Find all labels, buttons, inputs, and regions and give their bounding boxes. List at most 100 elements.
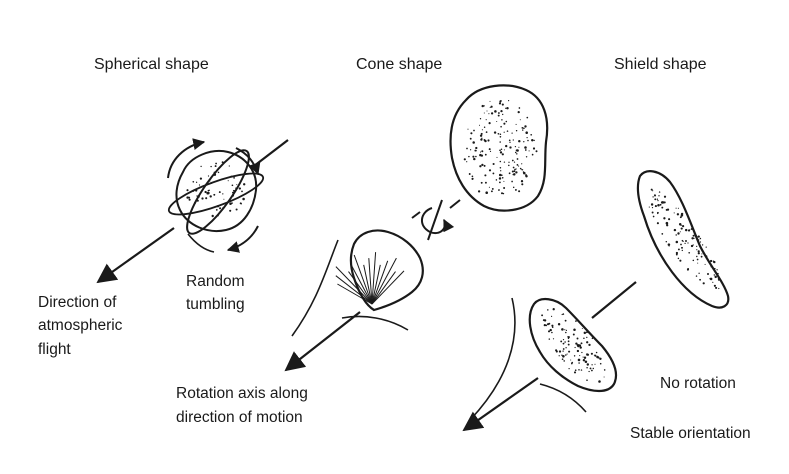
- texture-dot: [484, 127, 485, 128]
- texture-dot: [219, 191, 221, 193]
- texture-dot: [657, 199, 658, 200]
- texture-dot: [560, 340, 562, 342]
- texture-dot: [586, 379, 588, 381]
- texture-dot: [491, 106, 493, 108]
- texture-dot: [208, 175, 209, 176]
- texture-dot: [680, 231, 681, 232]
- texture-dot: [488, 113, 489, 114]
- texture-dot: [547, 309, 549, 311]
- texture-dot: [515, 146, 516, 147]
- texture-dot: [517, 164, 519, 166]
- texture-dot: [504, 161, 505, 162]
- cone-axis-dash-2: [412, 212, 420, 218]
- texture-dot: [604, 377, 605, 378]
- texture-dot: [486, 131, 488, 133]
- texture-dot: [544, 324, 546, 326]
- texture-dot: [504, 149, 505, 150]
- texture-dot: [484, 112, 485, 113]
- texture-dot: [717, 273, 719, 275]
- texture-dot: [652, 207, 653, 208]
- texture-dot: [498, 115, 500, 117]
- cone-title: Cone shape: [356, 55, 442, 75]
- texture-dot: [524, 125, 526, 127]
- texture-dot: [584, 332, 586, 334]
- texture-dot: [587, 363, 589, 365]
- shield-upper-meteoroid: [638, 171, 728, 307]
- texture-dot: [518, 140, 520, 142]
- texture-dot: [688, 252, 690, 254]
- texture-dot: [676, 241, 679, 244]
- texture-dot: [573, 334, 575, 336]
- texture-dot: [582, 328, 583, 329]
- texture-dot: [696, 246, 697, 247]
- texture-dot: [534, 140, 535, 141]
- texture-dot: [525, 131, 528, 134]
- texture-dot: [564, 341, 566, 343]
- texture-dot: [491, 190, 493, 192]
- texture-dot: [695, 235, 697, 237]
- texture-dot: [505, 108, 506, 109]
- texture-dot: [591, 353, 593, 355]
- texture-dot: [713, 261, 715, 263]
- texture-dot: [680, 216, 682, 218]
- texture-dot: [698, 236, 700, 238]
- texture-dot: [684, 243, 685, 244]
- texture-dot: [200, 166, 201, 167]
- texture-dot: [649, 207, 650, 208]
- texture-dot: [674, 212, 675, 213]
- texture-dot: [502, 114, 503, 115]
- texture-dot: [229, 210, 231, 212]
- texture-dot: [657, 200, 658, 201]
- texture-dot: [484, 140, 486, 142]
- texture-dot: [657, 222, 659, 224]
- texture-dot: [551, 316, 552, 317]
- texture-dot: [493, 163, 495, 165]
- texture-dot: [532, 154, 533, 155]
- texture-dot: [516, 130, 517, 131]
- texture-dot: [499, 149, 501, 151]
- direction-label-line-3: flight: [38, 340, 71, 360]
- texture-dot: [499, 141, 501, 143]
- texture-dot: [485, 191, 488, 194]
- texture-dot: [472, 141, 475, 144]
- texture-dot: [526, 117, 528, 119]
- texture-dot: [548, 323, 550, 325]
- texture-dot: [511, 181, 513, 183]
- texture-dot: [499, 100, 501, 102]
- texture-dot: [509, 172, 511, 174]
- shield-title: Shield shape: [614, 55, 707, 75]
- texture-dot: [513, 187, 514, 188]
- texture-dot: [585, 360, 588, 363]
- texture-dot: [661, 201, 663, 203]
- texture-dot: [590, 367, 592, 369]
- texture-dot: [568, 338, 569, 339]
- texture-dot: [575, 342, 577, 344]
- texture-dot: [568, 351, 570, 353]
- texture-dot: [516, 124, 517, 125]
- texture-dot: [525, 175, 527, 177]
- texture-dot: [666, 241, 667, 242]
- texture-dot: [484, 165, 486, 167]
- texture-dot: [223, 199, 224, 200]
- texture-dot: [685, 229, 687, 231]
- texture-dot: [208, 190, 210, 192]
- texture-dot: [562, 313, 564, 315]
- texture-dot: [550, 329, 552, 331]
- texture-dot: [241, 191, 243, 193]
- texture-dot: [479, 154, 482, 157]
- texture-dot: [481, 138, 482, 139]
- texture-dot: [689, 229, 690, 230]
- texture-dot: [487, 139, 489, 141]
- texture-dot: [575, 369, 577, 371]
- texture-dot: [236, 208, 238, 210]
- texture-dot: [674, 229, 676, 231]
- texture-dot: [243, 183, 245, 185]
- shield-flow-line-right: [540, 384, 586, 412]
- texture-dot: [466, 148, 468, 150]
- texture-dot: [508, 165, 510, 167]
- texture-dot: [533, 147, 535, 149]
- texture-dot: [519, 107, 521, 109]
- texture-dot: [565, 320, 567, 322]
- texture-dot: [596, 352, 598, 354]
